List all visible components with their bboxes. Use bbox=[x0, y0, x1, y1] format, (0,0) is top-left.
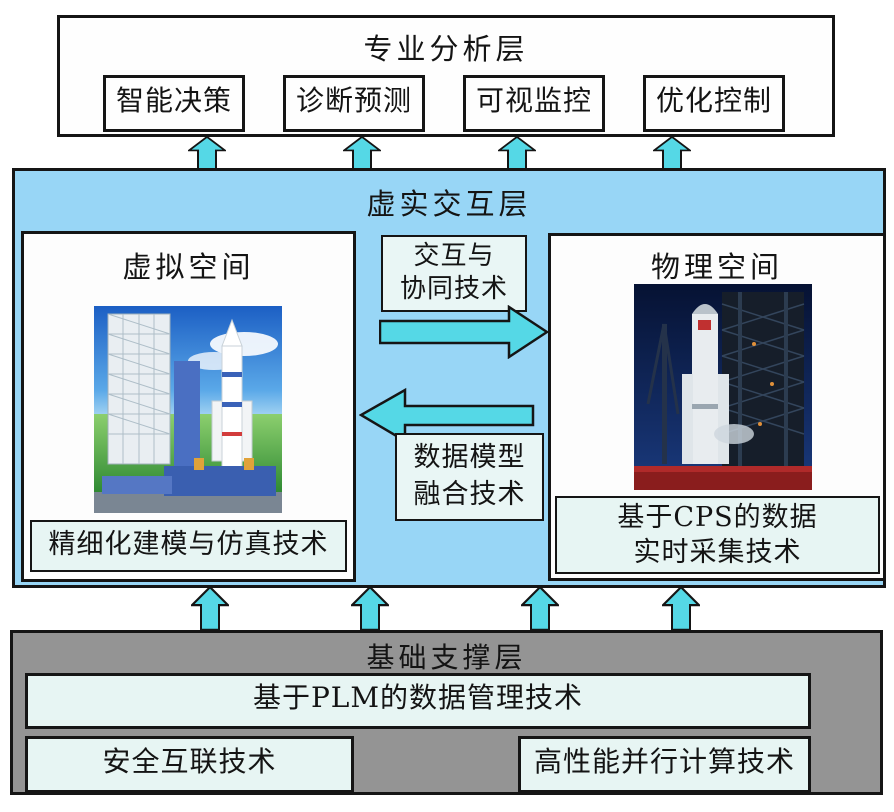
support-layer: 基础支撑层 基于PLM的数据管理技术 安全互联技术 高性能并行计算技术 bbox=[10, 630, 883, 795]
up-arrow-icon bbox=[498, 136, 536, 170]
analysis-item-intelligent-decision: 智能决策 bbox=[103, 75, 245, 132]
analysis-layer-title: 专业分析层 bbox=[363, 32, 529, 66]
physical-space-title: 物理空间 bbox=[650, 250, 783, 284]
secure-interconnection-box: 安全互联技术 bbox=[25, 736, 354, 793]
physical-space-panel: 物理空间 bbox=[548, 233, 886, 581]
physical-space-caption: 基于CPS的数据 实时采集技术 bbox=[555, 496, 880, 574]
virtual-space-image bbox=[94, 306, 282, 513]
up-arrow-icon bbox=[343, 136, 381, 170]
analysis-item-optimal-control: 优化控制 bbox=[643, 75, 785, 132]
interaction-layer: 虚实交互层 虚拟空间 bbox=[12, 168, 886, 588]
data-model-fusion-tech-box: 数据模型 融合技术 bbox=[395, 433, 544, 521]
up-arrow-icon bbox=[653, 136, 691, 170]
hpc-parallel-computing-box: 高性能并行计算技术 bbox=[518, 736, 811, 793]
virtual-space-caption: 精细化建模与仿真技术 bbox=[30, 520, 347, 572]
up-arrow-icon bbox=[191, 586, 229, 631]
up-arrow-icon bbox=[188, 136, 226, 170]
interaction-layer-title: 虚实交互层 bbox=[366, 187, 532, 221]
up-arrow-icon bbox=[662, 586, 700, 631]
left-arrow-icon bbox=[359, 387, 535, 444]
interaction-collaboration-tech-box: 交互与 协同技术 bbox=[381, 235, 527, 312]
physical-space-image bbox=[634, 284, 812, 490]
support-layer-title: 基础支撑层 bbox=[366, 641, 527, 674]
analysis-item-visual-monitoring: 可视监控 bbox=[463, 75, 605, 132]
right-arrow-icon bbox=[379, 305, 549, 359]
analysis-layer: 专业分析层 智能决策 诊断预测 可视监控 优化控制 bbox=[57, 15, 835, 137]
up-arrow-icon bbox=[351, 586, 389, 631]
virtual-space-panel: 虚拟空间 bbox=[21, 231, 356, 582]
virtual-space-title: 虚拟空间 bbox=[122, 250, 255, 284]
up-arrow-icon bbox=[521, 586, 559, 631]
plm-data-management-box: 基于PLM的数据管理技术 bbox=[25, 673, 811, 729]
analysis-item-diagnosis-prediction: 诊断预测 bbox=[283, 75, 425, 132]
